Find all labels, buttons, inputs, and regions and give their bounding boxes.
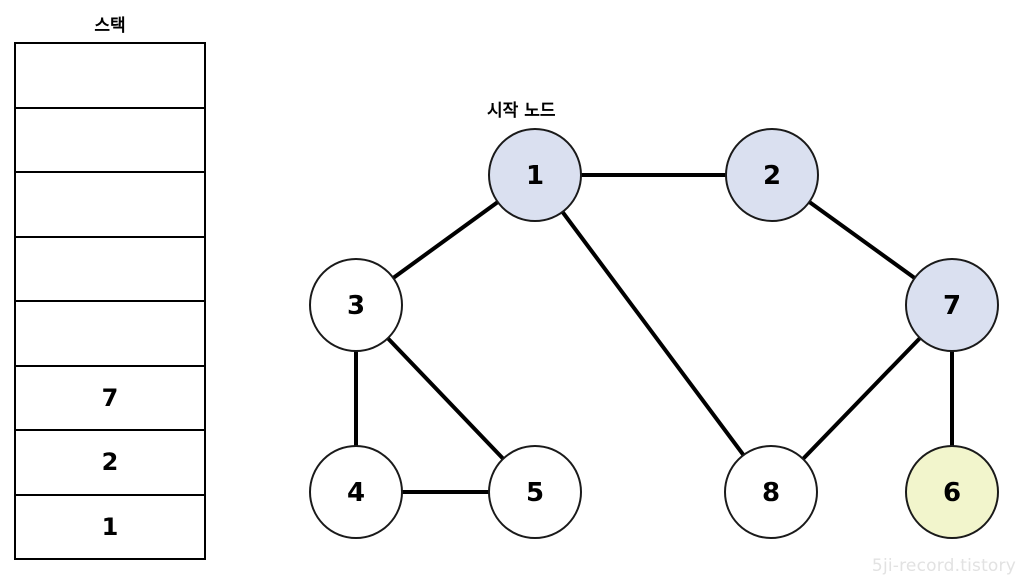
graph-node-5[interactable]: 5 xyxy=(488,445,582,539)
node-label: 2 xyxy=(763,161,781,191)
node-circle[interactable] xyxy=(905,445,999,539)
stack-cell xyxy=(16,109,204,173)
stack-cell xyxy=(16,302,204,367)
graph-node-8[interactable]: 8 xyxy=(724,445,818,539)
watermark: 5ji-record.tistory xyxy=(871,556,1016,576)
graph-node-4[interactable]: 4 xyxy=(309,445,403,539)
stack-cell xyxy=(16,173,204,238)
node-circle[interactable] xyxy=(724,445,818,539)
stack-cell xyxy=(16,44,204,109)
node-label: 4 xyxy=(347,478,365,508)
graph-node-7[interactable]: 7 xyxy=(905,258,999,352)
node-label: 7 xyxy=(943,291,961,321)
stack-cell: 7 xyxy=(16,367,204,431)
graph-node-3[interactable]: 3 xyxy=(309,258,403,352)
node-label: 1 xyxy=(526,161,544,191)
stack-cell: 1 xyxy=(101,512,119,541)
node-circle[interactable] xyxy=(309,445,403,539)
stack-cell: 2 xyxy=(16,431,204,496)
graph-node-1[interactable]: 1 xyxy=(488,128,582,222)
stack-title: 스택 xyxy=(94,16,126,36)
node-circle[interactable] xyxy=(488,445,582,539)
node-circle[interactable] xyxy=(488,128,582,222)
edge-layer xyxy=(354,173,954,494)
node-circle[interactable] xyxy=(905,258,999,352)
node-label: 3 xyxy=(347,291,365,321)
node-circle[interactable] xyxy=(309,258,403,352)
node-label: 8 xyxy=(762,478,780,508)
graph-node-2[interactable]: 2 xyxy=(725,128,819,222)
stack-cell xyxy=(16,238,204,302)
node-circle[interactable] xyxy=(725,128,819,222)
node-label: 5 xyxy=(526,478,544,508)
graph-edge xyxy=(533,173,773,494)
start-node-label: 시작 노드 xyxy=(487,101,556,121)
graph-node-6[interactable]: 6 xyxy=(905,445,999,539)
node-label: 6 xyxy=(943,478,961,508)
node-layer: 1 2 3 4 5 6 7 8 xyxy=(309,128,999,539)
